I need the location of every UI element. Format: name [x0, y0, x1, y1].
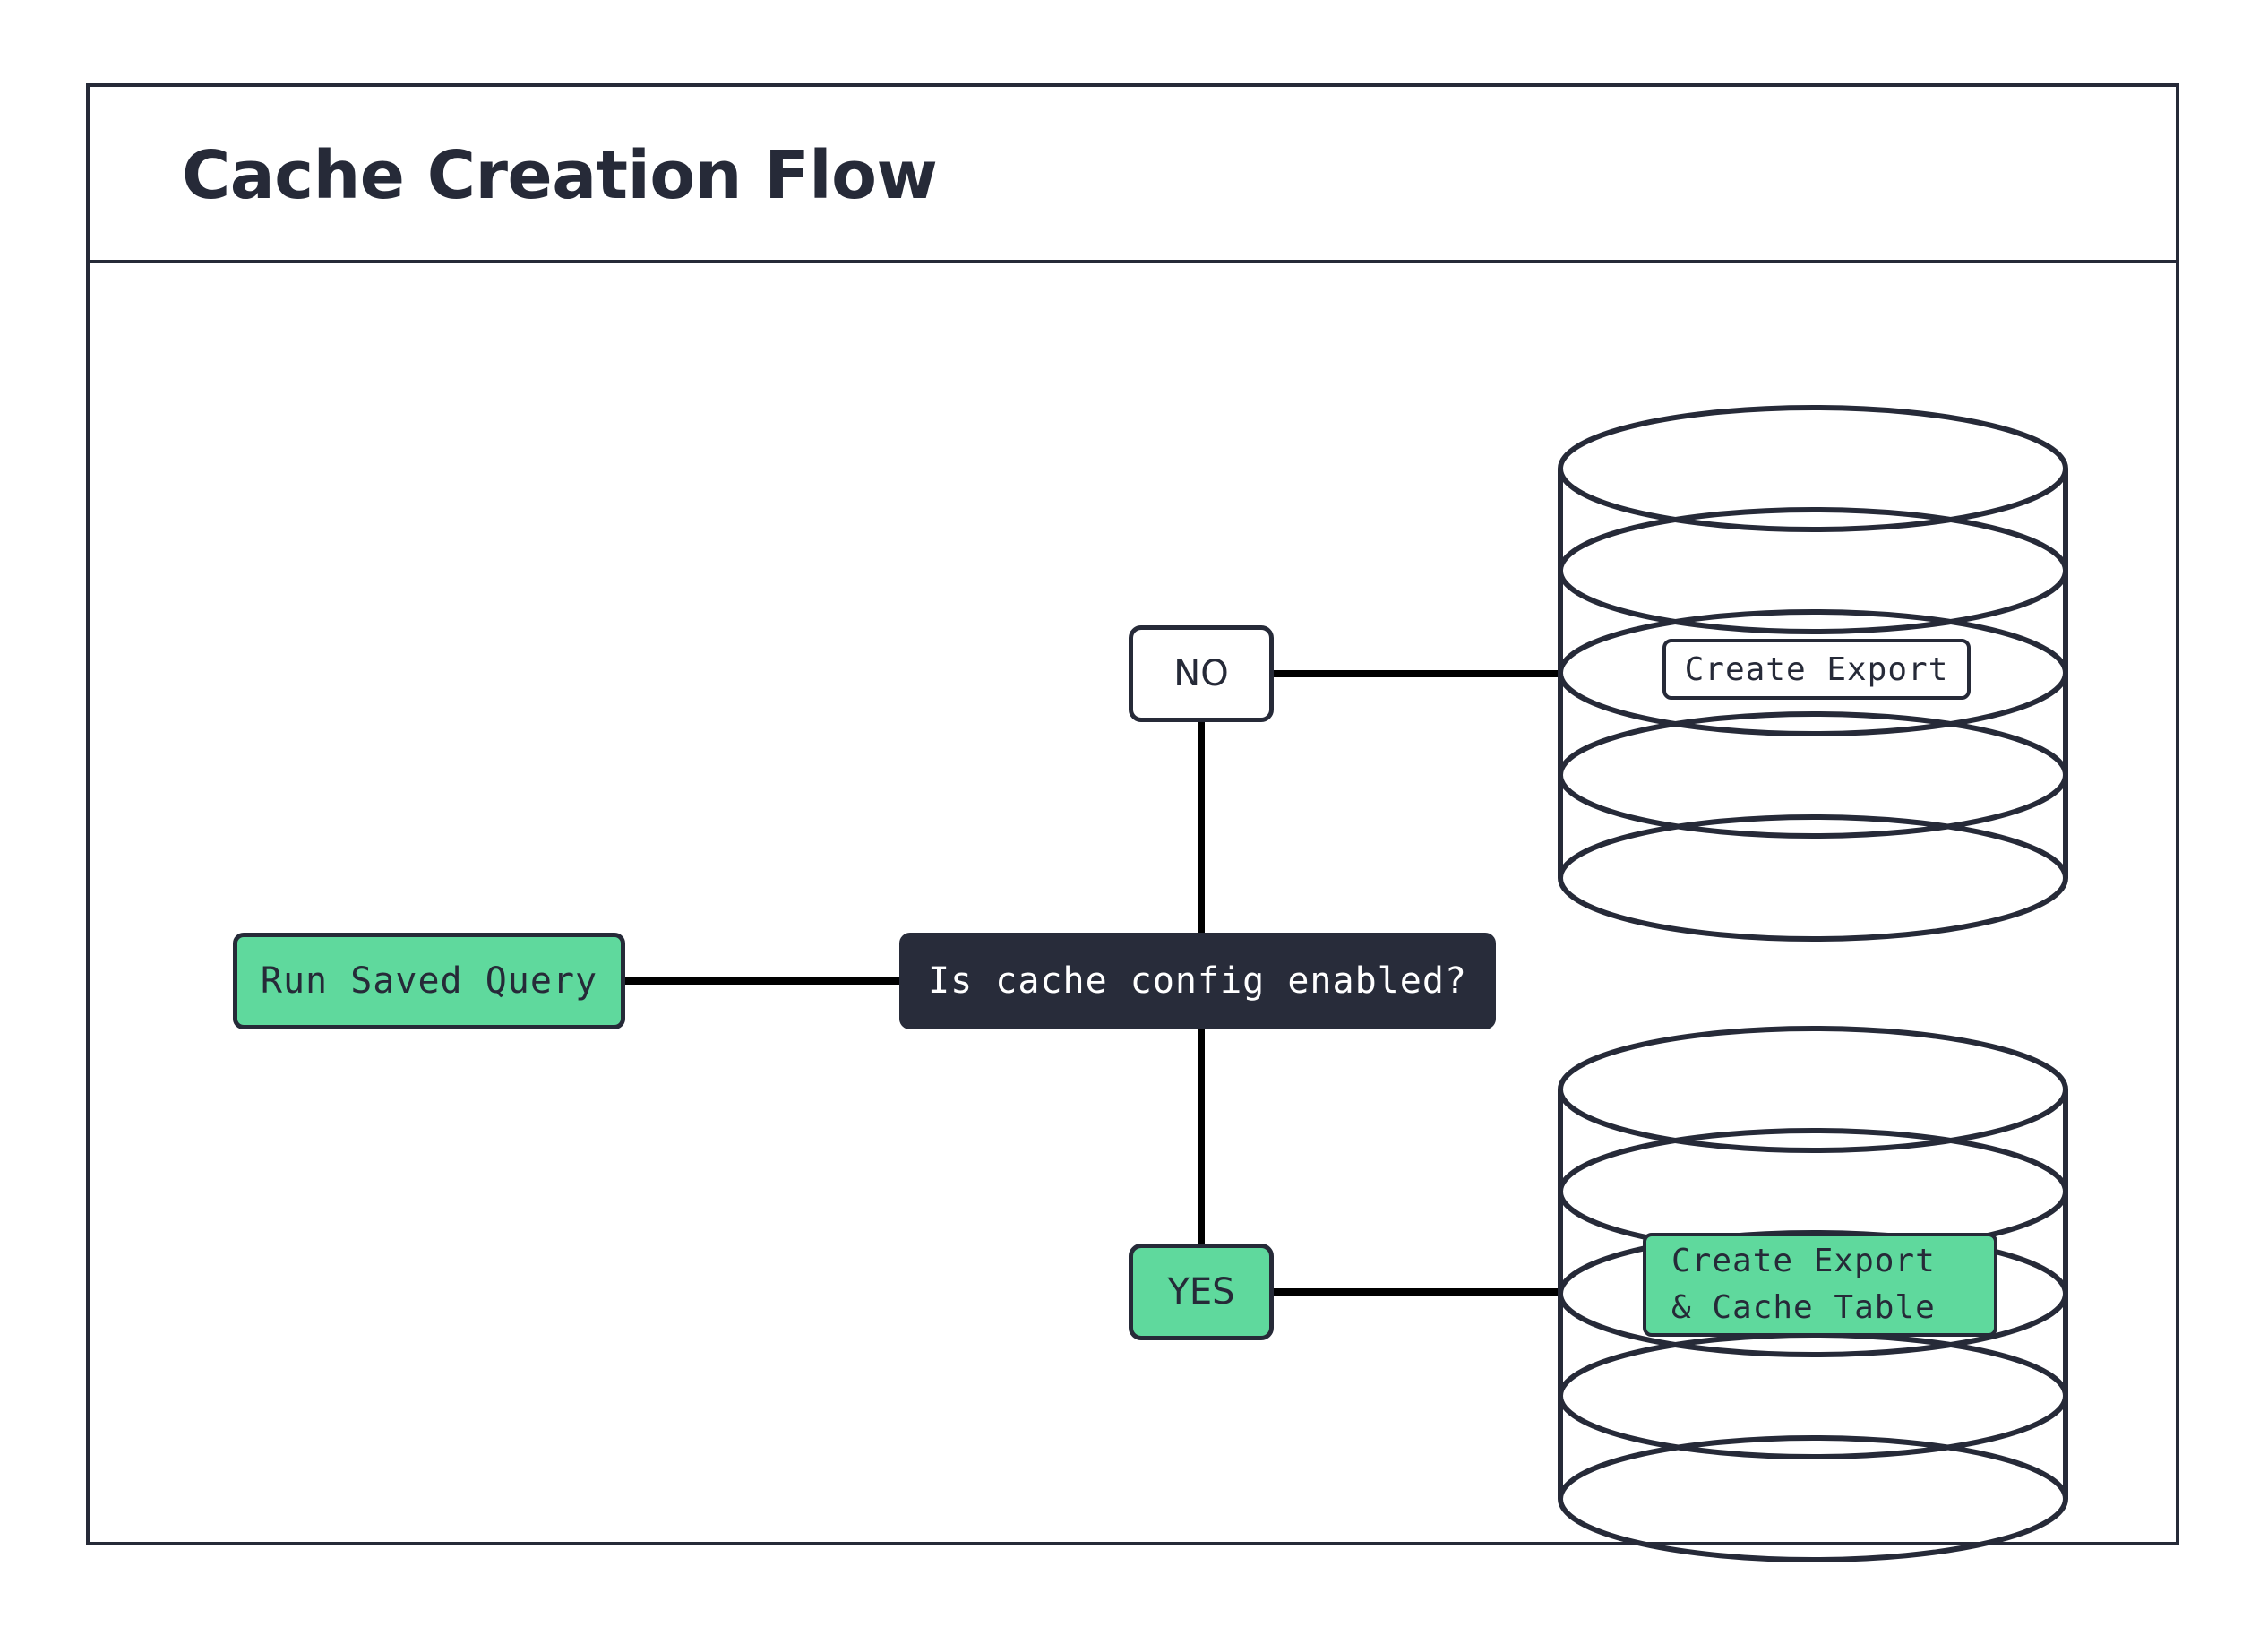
node-is-cache-config-enabled[interactable]: Is cache config enabled? — [899, 933, 1496, 1029]
page-title: Cache Creation Flow — [182, 137, 938, 214]
export-db-cylinder[interactable] — [1558, 405, 2068, 942]
connector-layer — [625, 670, 1560, 1296]
branch-label-yes[interactable]: YES — [1129, 1244, 1274, 1340]
label-create-export[interactable]: Create Export — [1662, 639, 1971, 700]
diagram-frame: Cache Creation Flow — [86, 83, 2179, 1562]
label-create-export-and-cache-table[interactable]: Create Export & Cache Table — [1643, 1233, 1997, 1337]
diagram-header: Cache Creation Flow — [90, 87, 2176, 263]
export-cache-db-cylinder[interactable] — [1558, 1026, 2068, 1562]
branch-label-no[interactable]: NO — [1129, 625, 1274, 722]
label-line-1: Create Export — [1671, 1243, 1936, 1279]
node-run-saved-query[interactable]: Run Saved Query — [233, 933, 625, 1029]
label-line-2: & Cache Table — [1671, 1289, 1936, 1326]
diagram-body: Run Saved Query Is cache config enabled?… — [90, 263, 2176, 1562]
cylinder-layer — [1558, 405, 2068, 1562]
